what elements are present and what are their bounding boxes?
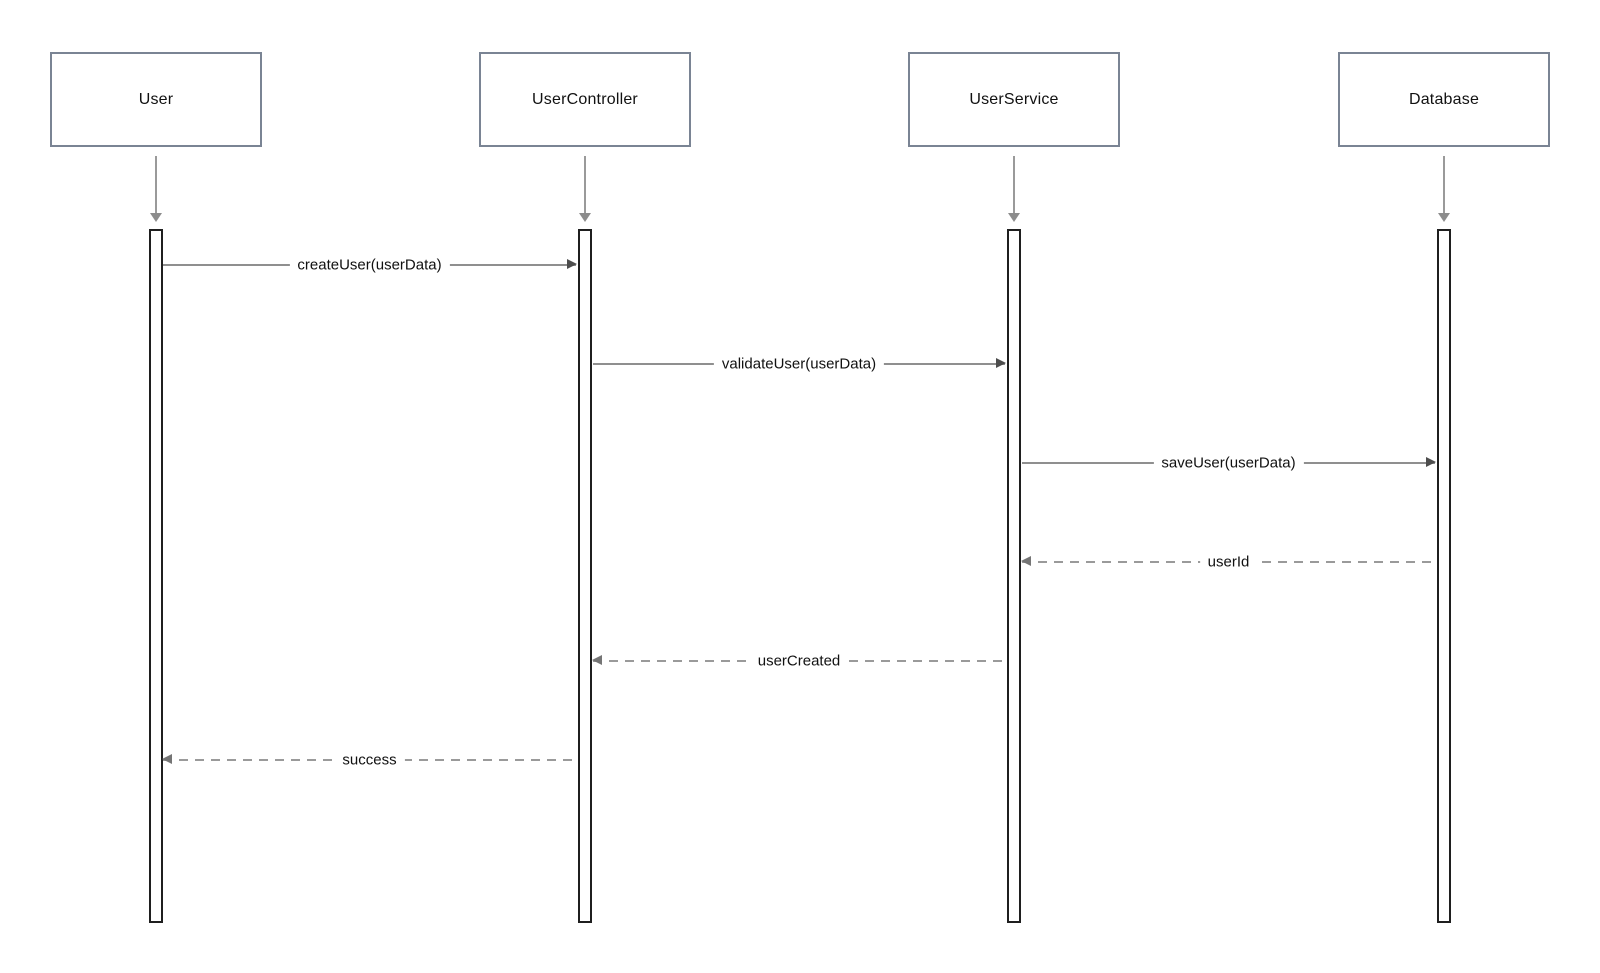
message-label: validateUser(userData): [713, 355, 885, 373]
activation-bar-database: [1437, 229, 1451, 923]
message-label: userCreated: [749, 652, 849, 670]
participant-box-userservice: UserService: [908, 52, 1120, 147]
participant-label: User: [138, 90, 174, 108]
arrow-down-icon: [1438, 213, 1450, 222]
message-label: saveUser(userData): [1153, 454, 1304, 472]
participant-label: UserController: [532, 90, 638, 108]
message-label: userId: [1199, 553, 1258, 571]
arrow-down-icon: [150, 213, 162, 222]
arrow-left-icon: [162, 754, 172, 764]
arrow-right-icon: [1426, 457, 1436, 467]
activation-bar-userservice: [1007, 229, 1021, 923]
participant-box-database: Database: [1338, 52, 1550, 147]
participant-box-user: User: [50, 52, 262, 147]
participant-label: Database: [1408, 90, 1480, 108]
activation-bar-usercontroller: [578, 229, 592, 923]
arrow-down-icon: [579, 213, 591, 222]
lifeline-stem: [584, 156, 586, 214]
activation-bar-user: [149, 229, 163, 923]
participant-box-usercontroller: UserController: [479, 52, 691, 147]
lifeline-stem: [155, 156, 157, 214]
arrow-right-icon: [567, 259, 577, 269]
arrow-left-icon: [1021, 556, 1031, 566]
arrow-right-icon: [996, 358, 1006, 368]
message-label: success: [334, 751, 405, 769]
participant-label: UserService: [969, 90, 1059, 108]
lifeline-stem: [1443, 156, 1445, 214]
arrow-left-icon: [592, 655, 602, 665]
arrow-down-icon: [1008, 213, 1020, 222]
message-label: createUser(userData): [289, 256, 450, 274]
lifeline-stem: [1013, 156, 1015, 214]
